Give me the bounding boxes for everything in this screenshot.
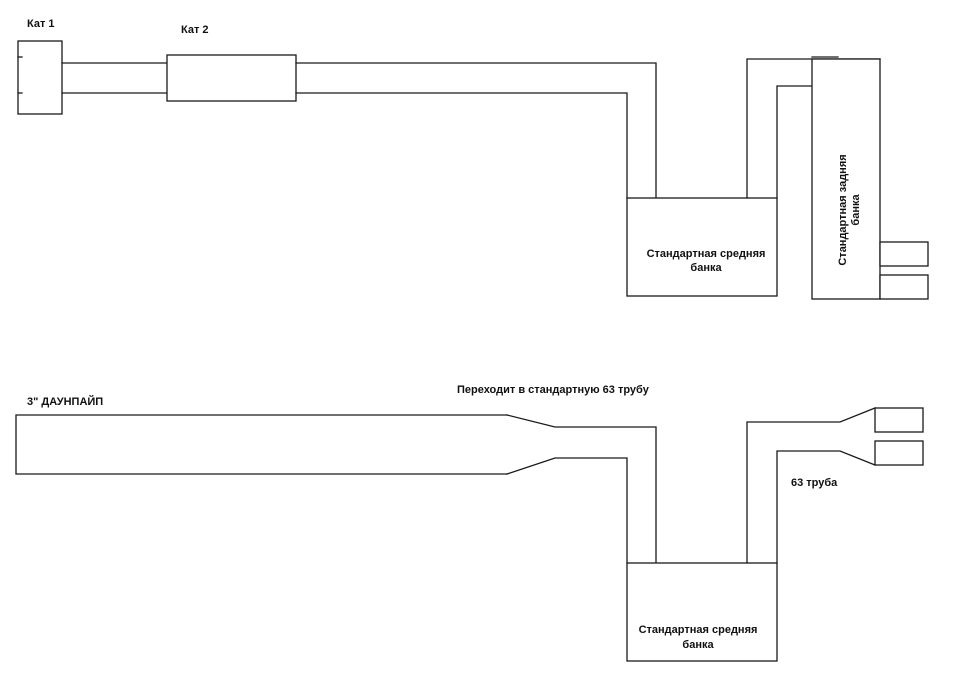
- pipe-to-middle-outer: [295, 62, 657, 199]
- rear-muffler-box: [811, 58, 881, 300]
- middle-muffler-box: [626, 197, 778, 297]
- bottom-middle-muffler-label-line2: банка: [682, 639, 714, 651]
- pipe-to-rear-inner: [776, 85, 813, 199]
- rear-muffler-label-line2: банка: [850, 194, 862, 226]
- bottom-exhaust-diagram: 3" ДАУНПАЙП Переходит в стандартную 63 т…: [15, 384, 924, 662]
- cat2-label: Кат 2: [181, 24, 209, 36]
- rear-muffler-label: Стандартная задняя банка: [837, 154, 862, 265]
- downpipe: [15, 414, 508, 475]
- bottom-middle-muffler-box: [626, 562, 778, 662]
- top-exhaust-diagram: Кат 1 Кат 2 Стандартная средняя банка Ст…: [17, 18, 929, 300]
- middle-muffler-label-line2: банка: [690, 262, 722, 274]
- cat1-box: [17, 40, 63, 115]
- reducer-outer: [506, 414, 657, 564]
- pipe-to-middle-inner: [295, 92, 628, 199]
- bottom-tip-upper: [874, 407, 924, 433]
- bottom-middle-muffler-label-line1: Стандартная средняя: [639, 624, 758, 636]
- pipe63-label: 63 труба: [791, 477, 838, 489]
- transition-label: Переходит в стандартную 63 трубу: [457, 384, 650, 396]
- pipe63-outer: [746, 407, 876, 564]
- downpipe-label: 3" ДАУНПАЙП: [27, 395, 103, 408]
- pipe63-inner: [776, 450, 876, 564]
- reducer-inner: [506, 457, 628, 564]
- cat2-box: [166, 54, 297, 102]
- rear-tip-lower: [879, 274, 929, 300]
- middle-muffler-label-line1: Стандартная средняя: [647, 248, 766, 260]
- rear-tip-upper: [879, 241, 929, 267]
- bottom-tip-lower: [874, 440, 924, 466]
- cat1-label: Кат 1: [27, 18, 55, 30]
- rear-muffler-label-line1: Стандартная задняя: [837, 154, 849, 265]
